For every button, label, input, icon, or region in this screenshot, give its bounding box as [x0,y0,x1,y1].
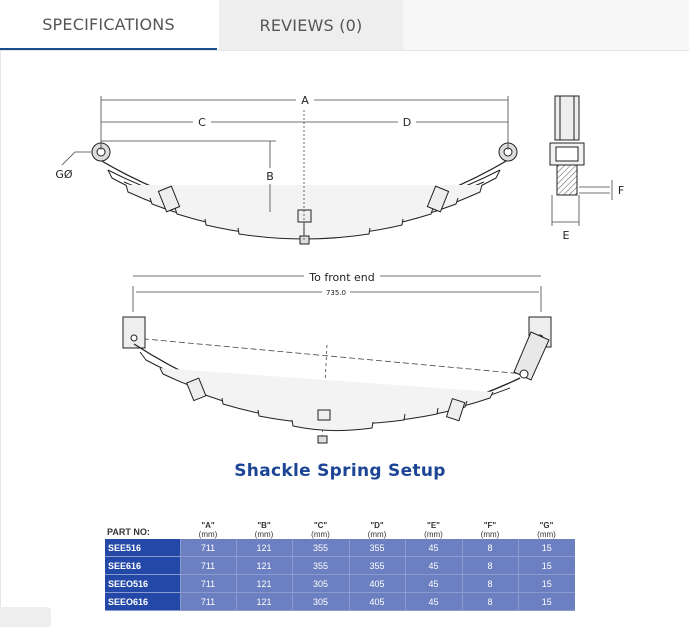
tab-panel-border [0,50,689,51]
table-cell: 8 [461,574,518,593]
tab-bar-filler [403,0,689,50]
part-number-cell: SEEO516 [105,574,180,593]
col-a-header: "A"(mm) [198,521,218,539]
table-cell: 45 [404,592,462,611]
table-cell: 45 [404,539,462,557]
shackle-dimensions [132,275,542,441]
tab-reviews[interactable]: REVIEWS (0) [219,0,403,50]
table-cell: 305 [291,592,349,611]
table-row: SEE516 711 121 355 355 45 8 15 [105,539,575,557]
table-cell: 355 [291,539,349,557]
corner-chip [0,607,51,627]
col-e-header: "E"(mm) [424,521,443,539]
shackle-spring-drawing [122,316,552,444]
dim-e-label: E [563,229,570,242]
tab-panel-left-border [0,51,1,627]
col-c-header: "C"(mm) [311,521,330,539]
table-row: SEE616 711 121 355 355 45 8 15 [105,556,575,575]
table-cell: 711 [179,556,236,575]
table-cell: 15 [517,556,575,575]
table-cell: 8 [461,539,518,557]
dim-b-label: B [266,170,274,183]
table-cell: 405 [348,592,405,611]
tab-specifications[interactable]: SPECIFICATIONS [0,0,217,50]
table-cell: 355 [348,556,405,575]
dim-d-label: D [403,116,411,129]
dim-g-label: GØ [55,168,73,181]
col-d-header: "D"(mm) [367,521,387,539]
top-dimensions [61,96,509,240]
table-cell: 121 [235,574,292,593]
dim-a-label: A [301,94,309,107]
table-cell: 15 [517,574,575,593]
table-cell: 45 [404,556,462,575]
table-cell: 121 [235,539,292,557]
spec-table-header: PART NO: "A"(mm) "B"(mm) "C"(mm) "D"(mm)… [105,511,575,539]
table-cell: 15 [517,592,575,611]
table-cell: 8 [461,556,518,575]
tab-bar: SPECIFICATIONS REVIEWS (0) [0,0,689,50]
col-b-header: "B"(mm) [254,521,274,539]
table-cell: 405 [348,574,405,593]
part-number-cell: SEEO616 [105,592,180,611]
table-cell: 121 [235,592,292,611]
table-cell: 355 [291,556,349,575]
table-cell: 15 [517,539,575,557]
dim-c-label: C [198,116,206,129]
part-no-header: PART NO: [107,527,150,537]
table-cell: 711 [179,539,236,557]
part-number-cell: SEE616 [105,556,180,575]
table-cell: 8 [461,592,518,611]
front-end-label: To front end [308,271,374,284]
dim-f-label: F [618,184,624,197]
setup-title: Shackle Spring Setup [234,461,446,481]
spec-table: PART NO: "A"(mm) "B"(mm) "C"(mm) "D"(mm)… [105,511,575,611]
side-view-drawing [549,95,613,226]
table-row: SEEO616 711 121 305 405 45 8 15 [105,592,575,611]
col-f-header: "F"(mm) [480,521,500,539]
table-cell: 711 [179,574,236,593]
table-cell: 355 [348,539,405,557]
table-cell: 45 [404,574,462,593]
table-row: SEEO516 711 121 305 405 45 8 15 [105,574,575,593]
part-number-cell: SEE516 [105,539,180,557]
col-g-header: "G"(mm) [537,521,556,539]
table-cell: 121 [235,556,292,575]
length-label: 735.0 [326,289,346,297]
top-spring-drawing [91,142,518,245]
table-cell: 711 [179,592,236,611]
table-cell: 305 [291,574,349,593]
